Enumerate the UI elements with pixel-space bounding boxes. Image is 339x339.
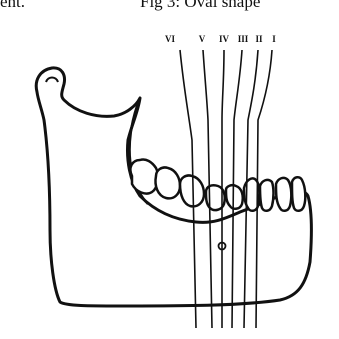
premolar-2 <box>226 185 243 209</box>
molar-3 <box>180 175 204 206</box>
line-label-vi: VI <box>165 34 175 44</box>
incisor-lateral <box>260 180 274 211</box>
incisor-central <box>276 178 291 211</box>
line-label-ii: II <box>255 34 263 44</box>
line-label-v: V <box>199 34 206 44</box>
incisor-front <box>292 177 305 211</box>
line-label-iii: III <box>238 34 249 44</box>
condyle-detail <box>46 78 58 83</box>
line-label-iv: IV <box>219 34 230 44</box>
molar-2 <box>155 167 180 198</box>
molar-1 <box>130 159 158 193</box>
line-label-i: I <box>272 34 276 44</box>
